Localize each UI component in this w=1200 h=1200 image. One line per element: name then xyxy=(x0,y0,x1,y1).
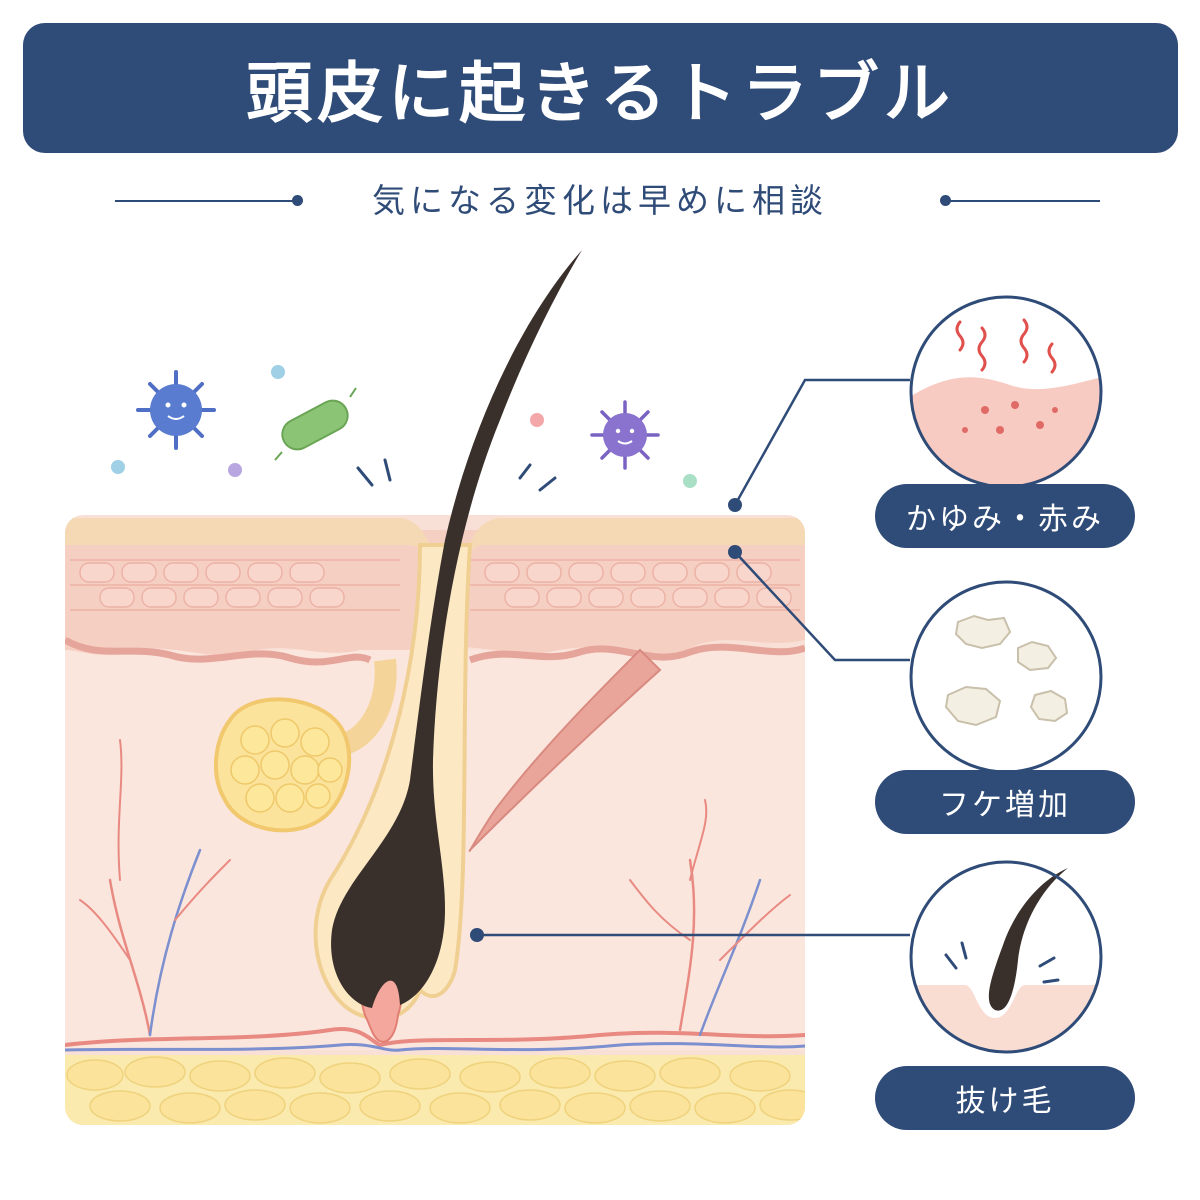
callout-dot-itch xyxy=(728,498,742,512)
germ-purple-icon xyxy=(590,400,660,470)
arrector-pili-muscle xyxy=(468,648,662,852)
callout-label-dandruff: フケ増加 xyxy=(875,770,1135,834)
title-banner: 頭皮に起きるトラブル xyxy=(23,23,1178,153)
subtitle-row: 気になる変化は早めに相談 xyxy=(0,178,1200,224)
callout-label-itch: かゆみ・赤み xyxy=(875,484,1135,548)
itchy-red-skin-icon xyxy=(909,295,1103,489)
irritation-marks xyxy=(356,458,557,492)
page-title: 頭皮に起きるトラブル xyxy=(246,55,955,132)
falling-hair-icon xyxy=(909,860,1103,1054)
subtitle-right-dot xyxy=(940,195,951,206)
subtitle-left-line xyxy=(115,200,295,202)
germ-blue-icon xyxy=(136,370,216,450)
skin-cross-section xyxy=(65,515,805,1125)
subtitle-right-line xyxy=(948,200,1100,202)
callout-dot-dandruff xyxy=(728,545,742,559)
subtitle-left-dot xyxy=(292,195,303,206)
hair-shaft xyxy=(331,250,582,1008)
floating-particles xyxy=(111,365,697,488)
callout-label-hairloss: 抜け毛 xyxy=(875,1066,1135,1130)
subtitle: 気になる変化は早めに相談 xyxy=(372,181,828,220)
callout-connectors xyxy=(477,378,910,937)
sebaceous-gland xyxy=(213,658,397,833)
callout-dot-hairloss xyxy=(470,928,484,942)
dandruff-flakes-icon xyxy=(909,580,1103,774)
germ-green-icon xyxy=(274,387,357,461)
